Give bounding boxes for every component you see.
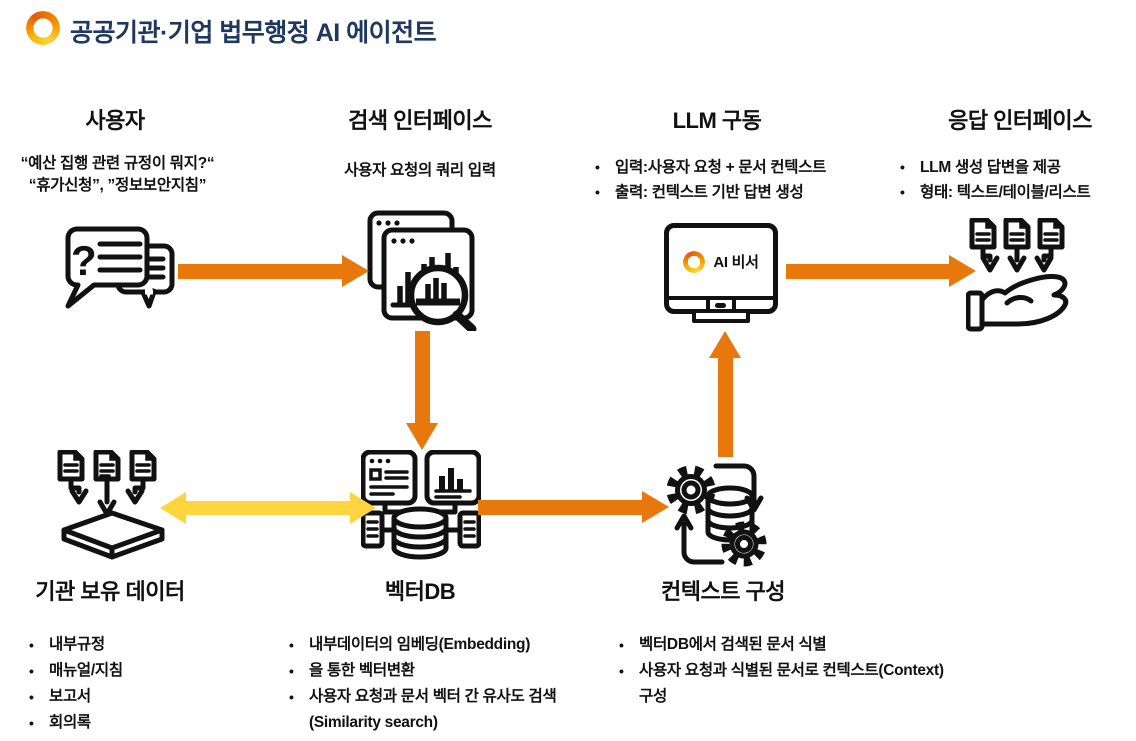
arrow-vectordb-to-context: [478, 500, 642, 515]
search-caption: 사용자 요청의 쿼리 입력: [344, 162, 496, 179]
heading-data: 기관 보유 데이터: [35, 579, 185, 604]
arrow-search-to-vectordb-head: [406, 423, 438, 450]
heading-vectordb: 벡터DB: [384, 579, 456, 604]
bullet-item: 벡터DB에서 검색된 문서 식별: [616, 632, 946, 658]
vectordb-bullet-list: 내부데이터의 임베딩(Embedding)을 통한 벡터변환사용자 요청과 문서…: [286, 632, 604, 736]
bullet-item: 내부규정: [26, 632, 256, 658]
brand-ring-icon: [26, 11, 60, 45]
arrow-data-vectordb: [186, 501, 350, 515]
heading-response: 응답 인터페이스: [948, 108, 1092, 133]
bullet-item: 을 통한 벡터변환: [286, 658, 604, 684]
bullet-item: 사용자 요청과 문서 벡터 간 유사도 검색(Similarity search…: [286, 684, 604, 736]
context-gears-icon: [666, 463, 767, 567]
heading-llm: LLM 구동: [672, 108, 762, 133]
bullet-item: 사용자 요청과 식별된 문서로 컨텍스트(Context) 구성: [616, 658, 946, 710]
arrow-llm-to-response-head: [949, 255, 976, 287]
monitor-button: [715, 303, 726, 308]
arrow-context-to-llm-head: [709, 331, 741, 358]
arrow-user-to-search-head: [342, 255, 369, 287]
vector-db-icon: [361, 450, 481, 560]
bullet-item: 형태: 텍스트/테이블/리스트: [897, 180, 1136, 205]
bullet-item: 출력: 컨텍스트 기반 답변 생성: [592, 180, 864, 205]
monitor-stand-neck: [706, 300, 736, 310]
search-windows-icon: [367, 210, 477, 331]
heading-context: 컨텍스트 구성: [660, 579, 786, 604]
chat-bubbles-icon: ?: [65, 226, 175, 309]
bullet-item: 보고서: [26, 684, 256, 710]
monitor-label: AI 비서: [713, 254, 759, 271]
bullet-item: LLM 생성 답변을 제공: [897, 155, 1136, 180]
ai-ring-icon: [683, 250, 706, 273]
arrow-llm-to-response: [786, 264, 949, 279]
response-bullet-list: LLM 생성 답변을 제공형태: 텍스트/테이블/리스트: [897, 155, 1136, 205]
arrow-search-to-vectordb: [415, 331, 430, 423]
heading-search: 검색 인터페이스: [348, 108, 492, 133]
arrow-context-to-llm: [718, 357, 733, 457]
bullet-item: 입력:사용자 요청 + 문서 컨텍스트: [592, 155, 864, 180]
arrow-vectordb-to-context-head: [642, 491, 669, 523]
heading-user: 사용자: [85, 108, 145, 133]
context-bullet-list: 벡터DB에서 검색된 문서 식별사용자 요청과 식별된 문서로 컨텍스트(Con…: [616, 632, 946, 710]
arrow-user-to-search: [178, 264, 342, 279]
arrow-data-vectordb-right-head: [350, 492, 376, 524]
documents-hand-icon: [966, 218, 1069, 332]
question-glyph: ?: [71, 237, 97, 284]
monitor-bezel: [668, 296, 774, 300]
user-example-queries: “예산 집행 관련 규정이 뭐지?“ “휴가신청”, ”정보보안지침”: [0, 153, 235, 197]
user-quote-2: “휴가신청”, ”정보보안지침”: [28, 177, 207, 194]
bullet-item: 회의록: [26, 710, 256, 736]
arrow-data-vectordb-left-head: [160, 492, 186, 524]
data-bullet-list: 내부규정매뉴얼/지침보고서회의록: [26, 632, 256, 736]
monitor-stand-base: [692, 309, 750, 323]
data-collection-icon: [57, 450, 165, 560]
user-quote-1: “예산 집행 관련 규정이 뭐지?“: [20, 155, 215, 172]
page-title: 공공기관·기업 법무행정 AI 에이전트: [70, 19, 437, 47]
bullet-item: 매뉴얼/지침: [26, 658, 256, 684]
llm-bullet-list: 입력:사용자 요청 + 문서 컨텍스트출력: 컨텍스트 기반 답변 생성: [592, 155, 864, 205]
bullet-item: 내부데이터의 임베딩(Embedding): [286, 632, 604, 658]
